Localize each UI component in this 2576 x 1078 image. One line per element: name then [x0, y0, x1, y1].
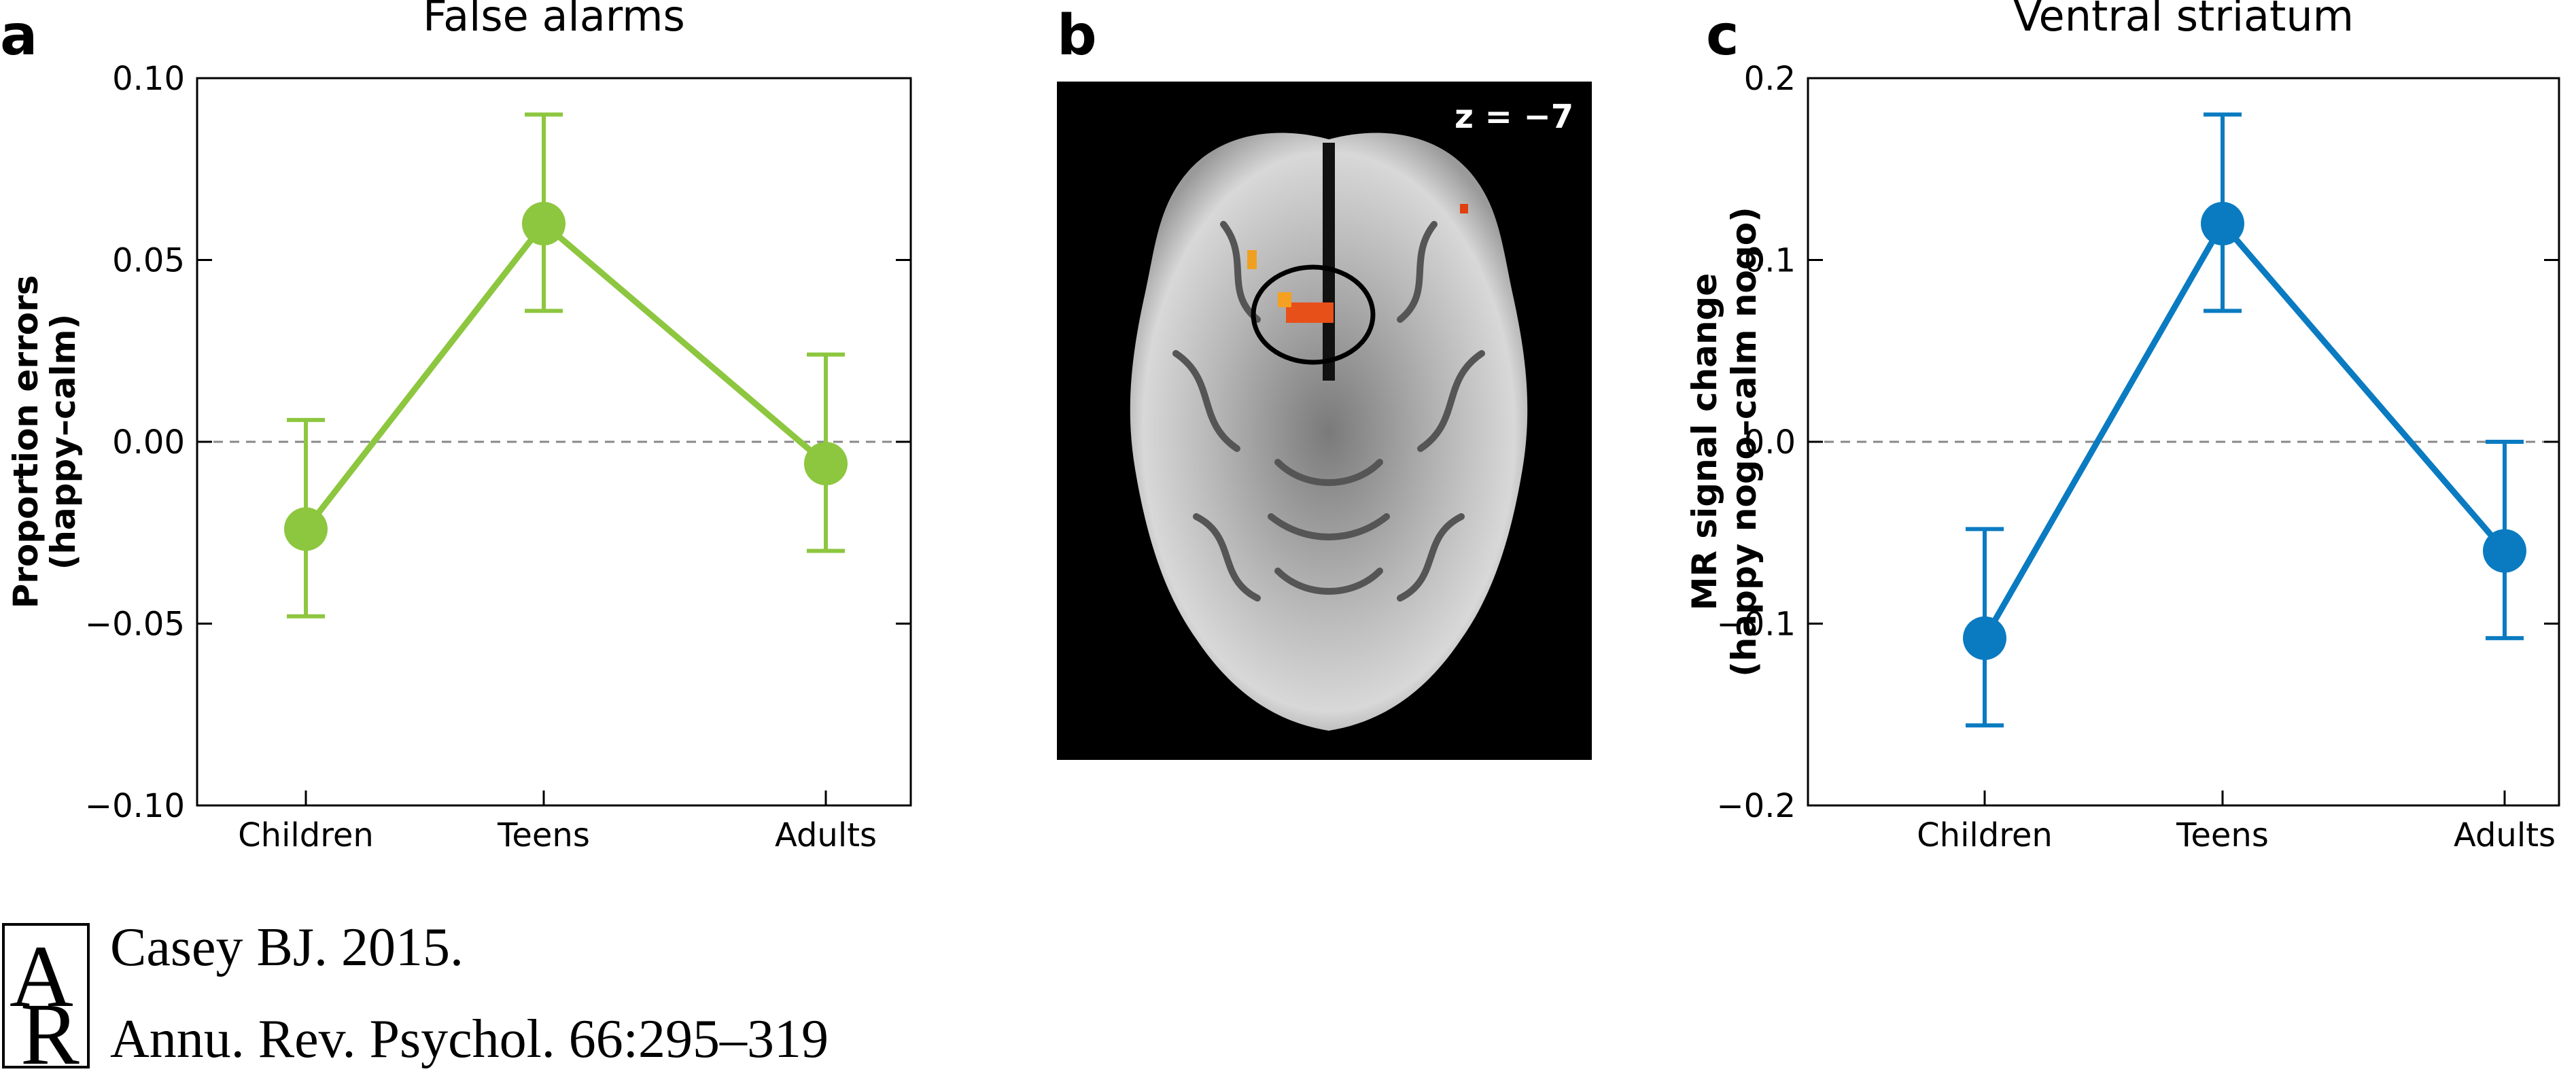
panel-letter-c: c — [1706, 3, 1739, 68]
chart-title: False alarms — [423, 0, 685, 41]
y-tick-label: 0.0 — [1744, 423, 1796, 462]
data-point — [2201, 202, 2244, 245]
activation-spot — [1278, 292, 1291, 307]
series-line — [303, 220, 828, 532]
y-axis-label: Proportion errors — [6, 275, 46, 609]
chart-ventral-striatum: Ventral striatum 0.2 0.1 0.0 −0.1 −0.2Childre… — [1685, 0, 2560, 854]
y-tick-label: −0.05 — [85, 606, 185, 644]
activation-spot — [1460, 204, 1468, 213]
ventral-striatum-circle — [1251, 264, 1376, 365]
annual-reviews-logo — [2, 923, 90, 1068]
data-point — [284, 507, 328, 551]
brain-silhouette — [1130, 133, 1528, 731]
citation-line-1: Casey BJ. 2015. — [110, 918, 464, 977]
x-tick-label: Teens — [2176, 816, 2269, 854]
x-tick-label: Adults — [2454, 816, 2556, 854]
x-tick-label: Children — [1917, 816, 2053, 854]
data-point — [2483, 529, 2526, 573]
y-tick-label: 0.10 — [112, 60, 185, 98]
chart-title: Ventral striatum — [2013, 0, 2354, 41]
y-tick-label: 0.00 — [112, 423, 185, 462]
citation-block: A R Casey BJ. 2015. Annu. Rev. Psychol. … — [2, 918, 829, 1078]
activation-spot — [1247, 250, 1257, 269]
activation-spot — [1286, 302, 1334, 323]
y-axis-label: (happy–calm) — [43, 314, 83, 570]
series-line — [1982, 220, 2507, 640]
x-tick-label: Adults — [775, 816, 877, 854]
y-tick-label: −0.1 — [1716, 606, 1796, 644]
brain-folds — [1172, 221, 1485, 602]
y-axis-label: (happy nogo–calm nogo) — [1724, 207, 1764, 677]
y-tick-label: −0.2 — [1716, 787, 1796, 825]
x-tick-label: Teens — [497, 816, 590, 854]
x-tick-label: Children — [238, 816, 374, 854]
y-tick-label: 0.1 — [1744, 242, 1796, 280]
citation-line-2: Annu. Rev. Psychol. 66:295–319 — [110, 1009, 829, 1069]
y-tick-label: 0.05 — [112, 242, 185, 280]
logo-letter-r: R — [20, 986, 80, 1078]
data-point — [522, 202, 565, 245]
data-point — [804, 442, 848, 486]
brain-scan-panel: z = −7 — [1057, 82, 1592, 760]
logo-letter-a: A — [10, 928, 73, 1026]
panel-letter-b: b — [1057, 3, 1097, 68]
data-point — [1963, 616, 2006, 660]
y-tick-label: −0.10 — [85, 787, 185, 825]
panel-letter-a: a — [0, 3, 37, 68]
chart-false-alarms: False alarms 0.10 0.05 0.00 −0.05 −0.10Childr… — [6, 0, 912, 854]
y-tick-label: 0.2 — [1744, 60, 1796, 98]
z-slice-label: z = −7 — [1455, 98, 1573, 136]
y-axis-label: MR signal change — [1685, 273, 1724, 611]
